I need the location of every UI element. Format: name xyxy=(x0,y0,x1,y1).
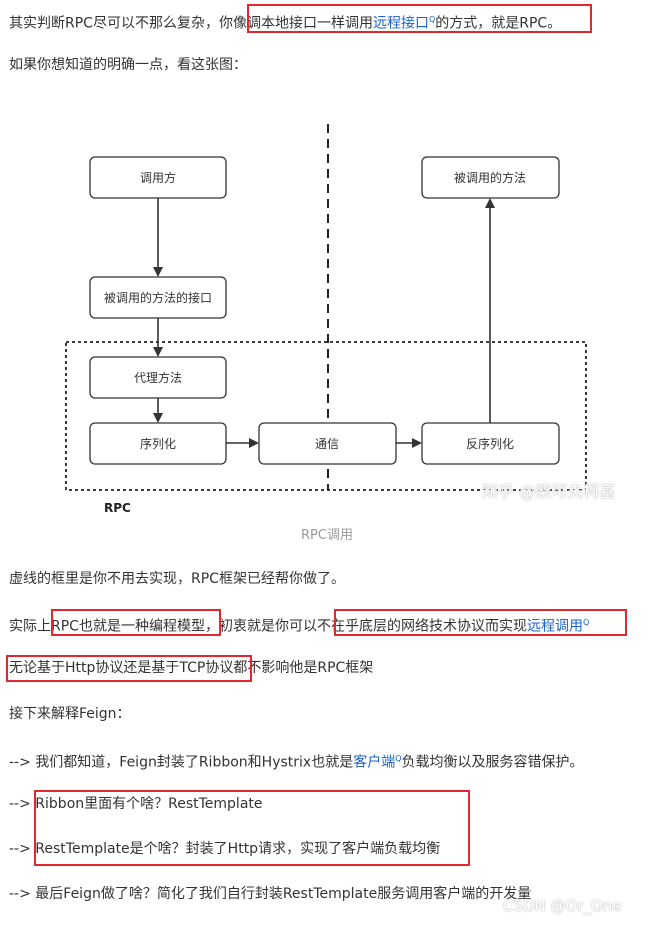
red-highlight-box xyxy=(247,4,592,33)
highlight-local-call: 像调本地接口一样调用 xyxy=(232,15,373,32)
paragraph-feign-intro: 接下来解释Feign： xyxy=(9,706,131,722)
link-icon: Q xyxy=(428,15,436,24)
label-transport: 通信 xyxy=(315,437,339,451)
paragraph-protocol: 无论基于Http协议还是基于TCP协议都不影响他是RPC框架 xyxy=(9,660,374,676)
zhihu-watermark: 知乎 @柴可夫柯基 xyxy=(482,482,616,501)
red-highlight-box xyxy=(51,609,221,636)
rpc-framework-frame xyxy=(65,341,587,491)
link-remote-interface[interactable]: 远程接口 xyxy=(372,15,429,32)
paragraph-ribbon: --> Ribbon里面有个啥？RestTemplate xyxy=(9,796,263,812)
paragraph-feign-summary: --> 最后Feign做了啥？简化了我们自行封装RestTemplate服务调用… xyxy=(9,886,532,902)
csdn-watermark: CSDN @Or_One xyxy=(503,897,622,915)
label-rpc: RPC xyxy=(104,501,131,515)
label-callee: 被调用的方法 xyxy=(454,170,526,185)
red-highlight-box xyxy=(34,790,470,866)
figure-caption: RPC调用 xyxy=(301,528,353,543)
rpc-diagram: 调用方 被调用的方法的接口 代理方法 序列化 通信 反序列化 被调用的方法 RP… xyxy=(65,124,587,515)
paragraph-resttemplate: --> RestTemplate是个啥？封装了Http请求，实现了客户端负载均衡 xyxy=(9,841,441,857)
paragraph-dashed-frame: 虚线的框里是你不用去实现，RPC框架已经帮你做了。 xyxy=(9,571,345,587)
link-remote-call[interactable]: 远程调用 xyxy=(526,618,583,635)
paragraph-see-diagram: 如果你想知道的明确一点，看这张图： xyxy=(9,57,247,73)
paragraph-rpc-definition: 其实判断RPC尽可以不那么复杂，你像调本地接口一样调用远程接口Q的方式，就是RP… xyxy=(9,15,562,32)
label-serialize: 序列化 xyxy=(140,436,176,451)
link-icon: Q xyxy=(582,618,590,627)
link-icon: Q xyxy=(395,754,402,763)
label-proxy: 代理方法 xyxy=(134,370,182,385)
label-interface: 被调用的方法的接口 xyxy=(104,290,212,305)
label-caller: 调用方 xyxy=(140,170,176,185)
red-highlight-box xyxy=(334,609,627,636)
red-highlight-box xyxy=(6,655,252,682)
paragraph-feign-wraps: --> 我们都知道，Feign封装了Ribbon和Hystrix也就是客户端Q负… xyxy=(9,754,584,771)
link-client[interactable]: 客户端 xyxy=(353,754,396,771)
label-deserialize: 反序列化 xyxy=(466,436,514,451)
paragraph-programming-model: 实际上RPC也就是一种编程模型，初衷就是你可以不在乎底层的网络技术协议而实现远程… xyxy=(9,618,590,635)
